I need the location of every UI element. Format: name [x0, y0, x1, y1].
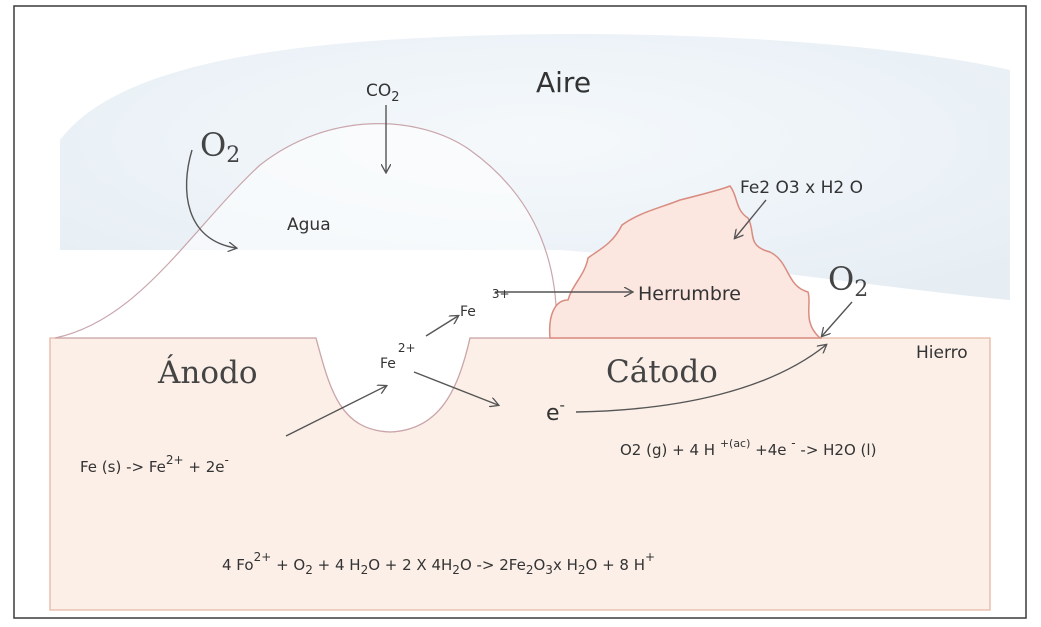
rust-label: Herrumbre — [638, 283, 741, 305]
rust-formula-label: Fe2 O3 x H2 O — [740, 178, 863, 198]
o2-right-arrow — [822, 301, 853, 336]
o2-right-label: O2 — [828, 260, 868, 302]
overall-equation: 4 Fo2+ + O2 + 4 H2O + 2 X 4H2O -> 2Fe2O3… — [222, 550, 655, 577]
o2-left-arrow — [185, 149, 236, 248]
water-drop — [54, 123, 558, 433]
rust-pile — [548, 185, 822, 339]
water-label: Agua — [287, 215, 331, 235]
fe2-to-fe3-arrow — [425, 316, 458, 337]
iron-label: Hierro — [916, 343, 968, 363]
air-label: Aire — [536, 66, 591, 99]
electron-label: e- — [546, 396, 565, 426]
anode-label: Ánodo — [157, 353, 258, 391]
fe3-label: Fe3+ — [460, 287, 510, 320]
electron-flow-arrow — [575, 345, 826, 413]
o2-left-label: O2 — [200, 126, 240, 168]
anode-equation: Fe (s) -> Fe2+ + 2e- — [80, 453, 229, 476]
fe2-label: Fe2+ — [380, 341, 416, 372]
cathode-equation: O2 (g) + 4 H +(ac) +4e - -> H2O (l) — [620, 436, 876, 459]
rust-formula-arrow — [735, 199, 767, 238]
cathode-label: Cátodo — [606, 354, 718, 390]
fe2-to-electron-arrow — [413, 371, 498, 405]
co2-label: CO2 — [366, 81, 400, 105]
anode-to-fe2-arrow — [285, 386, 386, 437]
